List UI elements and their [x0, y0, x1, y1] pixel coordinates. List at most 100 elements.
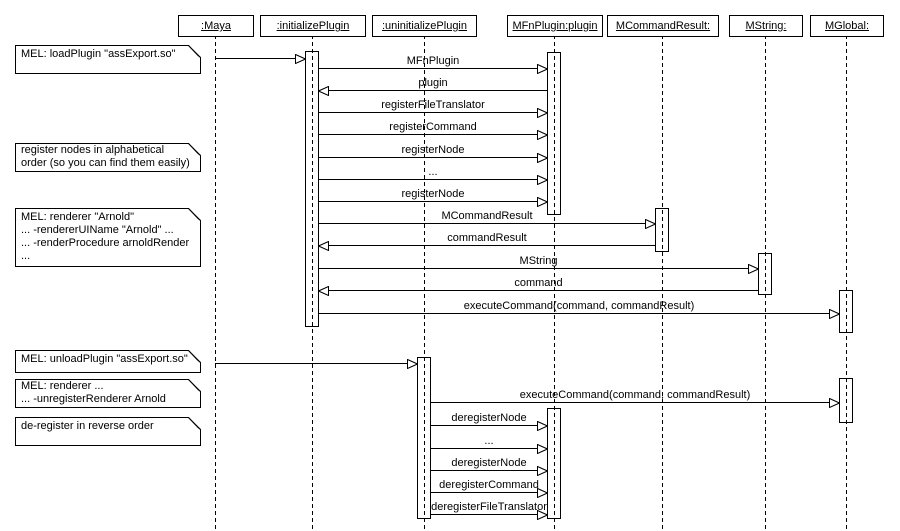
message-label: executeCommand(command, commandResult) [463, 300, 695, 312]
note-shape [15, 350, 201, 373]
message-loadplugin-call [215, 54, 306, 64]
note-shape [15, 417, 201, 446]
lifeline-mglobal [846, 35, 847, 531]
message-label: executeCommand(command, commandResult) [519, 389, 751, 401]
note-shape [15, 45, 201, 74]
arrow-right-icon [537, 421, 548, 431]
message-deregisternode-2: deregisterNode [431, 457, 548, 476]
arrow-right-icon [829, 309, 840, 319]
note-text: MEL: renderer ... ... -unregisterRendere… [21, 380, 166, 405]
note-loadplugin: MEL: loadPlugin "assExport.so" [15, 45, 201, 74]
message-label: ... [428, 166, 438, 178]
lifeline-head-mglobal: MGlobal: [810, 15, 884, 37]
note-register-order: register nodes in alphabetical order (so… [15, 143, 201, 172]
lifeline-head-mstring: MString: [729, 15, 803, 37]
arrow-right-icon [537, 175, 548, 185]
activation-mcommandresult [655, 208, 669, 252]
arrow-right-icon [748, 264, 759, 274]
lifeline-head-uninitializeplugin: :uninitializePlugin [372, 15, 477, 37]
note-unloadplugin: MEL: unloadPlugin "assExport.so" [15, 350, 201, 373]
message-deregister-ellipsis: ... [431, 435, 548, 454]
lifeline-uninitializeplugin [424, 35, 425, 531]
arrow-right-icon [537, 466, 548, 476]
lifeline-label: MCommandResult: [615, 20, 711, 32]
note-text: MEL: loadPlugin "assExport.so" [21, 48, 176, 60]
arrow-right-icon [537, 488, 548, 498]
activation-mglobal-top [839, 290, 853, 333]
arrow-right-icon [537, 130, 548, 140]
note-text: MEL: renderer "Arnold" ... -rendererUINa… [21, 211, 190, 262]
message-label: MString [519, 255, 558, 267]
note-text: MEL: unloadPlugin "assExport.so" [21, 353, 188, 365]
message-mcommandresult: MCommandResult [319, 210, 656, 229]
message-registercommand: registerCommand [319, 121, 548, 140]
arrow-right-icon [407, 359, 418, 369]
activation-uninitializeplugin [417, 357, 431, 519]
message-label: plugin [418, 77, 448, 89]
activation-mfnplugin-bottom [547, 408, 561, 519]
arrow-right-icon [537, 444, 548, 454]
activation-initializeplugin [305, 51, 319, 327]
message-label: deregisterNode [451, 457, 527, 469]
note-unregister-renderer: MEL: renderer ... ... -unregisterRendere… [15, 379, 201, 408]
message-label: registerFileTranslator [381, 99, 485, 111]
lifeline-label: MString: [745, 20, 787, 32]
lifeline-label: :Maya [201, 20, 231, 32]
arrow-right-icon [645, 219, 656, 229]
message-label: MCommandResult [441, 210, 533, 222]
message-label: deregisterCommand [439, 479, 539, 491]
arrow-right-icon [537, 64, 548, 74]
arrow-right-icon [537, 153, 548, 163]
lifeline-label: :uninitializePlugin [382, 20, 467, 32]
lifeline-mstring [765, 35, 766, 531]
note-text: de-register in reverse order [21, 420, 154, 432]
arrow-left-icon [318, 286, 329, 296]
message-command-return: command [318, 277, 758, 296]
note-shape [15, 208, 201, 267]
note-deregister-order: de-register in reverse order [15, 417, 201, 446]
message-deregistercommand: deregisterCommand [431, 479, 548, 498]
lifeline-head-mfnplugin: MFnPlugin:plugin [507, 15, 603, 37]
message-unloadplugin-call [215, 359, 418, 369]
lifeline-head-maya: :Maya [178, 15, 254, 37]
message-executecommand-2: executeCommand(command, commandResult) [431, 389, 840, 408]
lifeline-head-initializeplugin: :initializePlugin [260, 15, 366, 37]
lifeline-mfnplugin [554, 35, 555, 531]
arrow-right-icon [537, 197, 548, 207]
message-mfnplugin: MFnPlugin [319, 55, 548, 74]
message-label: ... [484, 435, 494, 447]
message-registernode-1: registerNode [319, 144, 548, 163]
note-shape [15, 143, 201, 172]
message-deregisterfiletranslator: deregisterFileTranslator [431, 501, 548, 520]
lifeline-head-mcommandresult: MCommandResult: [607, 15, 719, 37]
arrow-right-icon [295, 54, 306, 64]
message-label: MFnPlugin [406, 55, 460, 67]
message-registerfiletranslator: registerFileTranslator [319, 99, 548, 118]
lifeline-maya [215, 35, 216, 531]
message-label: registerNode [401, 144, 465, 156]
message-plugin-return: plugin [318, 77, 547, 96]
note-renderer-arnold: MEL: renderer "Arnold" ... -rendererUINa… [15, 208, 201, 267]
message-commandresult-return: commandResult [318, 232, 655, 251]
message-label: command [514, 277, 563, 289]
message-executecommand-1: executeCommand(command, commandResult) [319, 300, 840, 319]
lifeline-label: MFnPlugin:plugin [512, 20, 598, 32]
message-label: commandResult [447, 232, 527, 244]
message-deregisternode-1: deregisterNode [431, 412, 548, 431]
arrow-right-icon [537, 510, 548, 520]
arrow-right-icon [537, 108, 548, 118]
arrow-right-icon [829, 398, 840, 408]
activation-mstring [758, 253, 772, 295]
arrow-left-icon [318, 86, 329, 96]
lifeline-label: :initializePlugin [276, 20, 350, 32]
lifeline-initializeplugin [312, 35, 313, 531]
lifeline-label: MGlobal: [824, 20, 870, 32]
arrow-left-icon [318, 241, 329, 251]
message-register-ellipsis: ... [319, 166, 548, 185]
message-registernode-2: registerNode [319, 188, 548, 207]
message-label: registerNode [401, 188, 465, 200]
message-label: deregisterNode [451, 412, 527, 424]
activation-mglobal-bottom [839, 378, 853, 423]
message-mstring: MString [319, 255, 759, 274]
